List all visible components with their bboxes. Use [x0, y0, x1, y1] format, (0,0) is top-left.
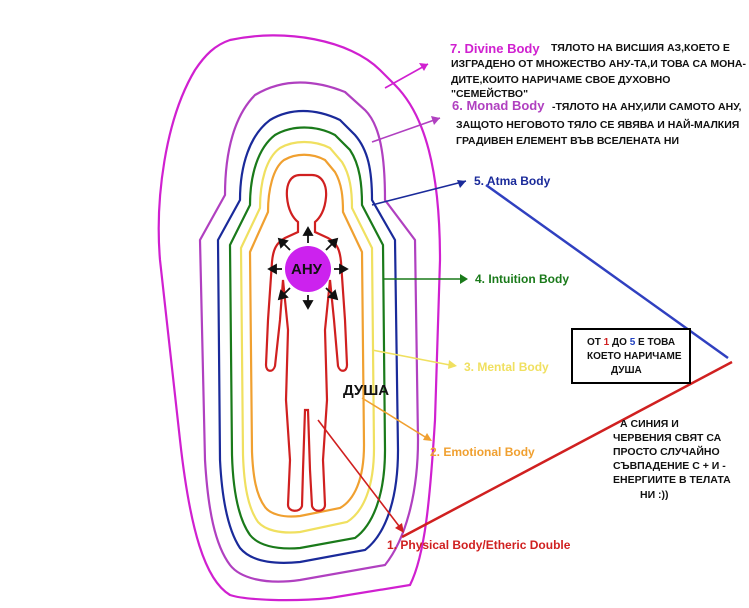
- divine-body-label: 7. Divine Body: [450, 41, 540, 56]
- emotional-body-outline: [248, 153, 366, 518]
- divine-arrow: [384, 63, 429, 89]
- colors-note-line2: ЧЕРВЕНИЯ СВЯТ СА: [613, 432, 722, 444]
- physical-body-outline: [264, 173, 349, 512]
- monad-body-label: 6. Monad Body: [452, 98, 545, 113]
- divine-note-line3: ДИТЕ,КОИТО НАРИЧАМЕ СВОЕ ДУХОВНО "СЕМЕЙС…: [451, 74, 671, 100]
- label-arrows: [317, 63, 468, 533]
- physical-body-label: 1. Physical Body/Etheric Double: [387, 538, 571, 552]
- monad-note-line3: ГРАДИВЕН ЕЛЕМЕНТ ВЪВ ВСЕЛЕНАТА НИ: [456, 135, 680, 147]
- atma-arrow: [371, 180, 467, 206]
- anu-circle: [285, 246, 331, 292]
- mental-body-outline: [239, 140, 376, 534]
- emotional-arrow: [361, 397, 431, 441]
- colors-note-line5: ЕНЕРГИИТЕ В ТЕЛАТА: [613, 474, 731, 486]
- emotional-body-label: 2. Emotional Body: [430, 445, 535, 459]
- monad-arrow: [371, 117, 441, 143]
- anu-label: АНУ: [291, 261, 322, 278]
- atma-body-label: 5. Atma Body: [474, 174, 551, 188]
- divine-body-outline: [157, 34, 442, 602]
- divine-note-line1: ТЯЛОТО НА ВИСШИЯ АЗ,КОЕТО Е: [551, 42, 730, 54]
- soul-box-line1: ОТ 1 ДО 5 Е ТОВА: [587, 337, 676, 348]
- soul-box-number-one: 1: [603, 337, 610, 348]
- physical-arrow: [317, 419, 403, 531]
- colors-note-line6: НИ :)): [640, 489, 669, 501]
- soul-box-line2: КОЕТО НАРИЧАМЕ: [587, 351, 682, 362]
- soul-definition-box: ОТ 1 ДО 5 Е ТОВА КОЕТО НАРИЧАМЕ ДУША: [571, 328, 691, 384]
- monad-note-line1: -ТЯЛОТО НА АНУ,ИЛИ САМОТО АНУ,: [552, 101, 742, 113]
- soul-box-number-five: 5: [629, 337, 636, 348]
- soul-label: ДУША: [343, 382, 390, 399]
- atma-body-outline: [216, 110, 400, 564]
- monad-note-line2: ЗАЩОТО НЕГОВОТО ТЯЛО СЕ ЯВЯВА И НАЙ-МАЛК…: [456, 119, 740, 131]
- divine-note-line2: ИЗГРАДЕНО ОТ МНОЖЕСТВО АНУ-ТА,И ТОВА СА …: [451, 58, 746, 70]
- colors-note-line3: ПРОСТО СЛУЧАЙНО: [613, 446, 720, 458]
- monad-body-outline: [198, 81, 420, 583]
- intuition-body-label: 4. Intuition Body: [475, 272, 570, 286]
- soul-box-line3: ДУША: [611, 365, 642, 376]
- mental-body-label: 3. Mental Body: [464, 360, 549, 374]
- colors-note-line4: СЪВПАДЕНИЕ С + И -: [613, 460, 726, 472]
- anu-rays: [267, 226, 349, 310]
- intuition-body-outline: [228, 126, 387, 550]
- colors-note-line1: А СИНИЯ И: [620, 418, 679, 430]
- red-connector-line: [401, 360, 733, 539]
- mental-arrow: [371, 349, 456, 367]
